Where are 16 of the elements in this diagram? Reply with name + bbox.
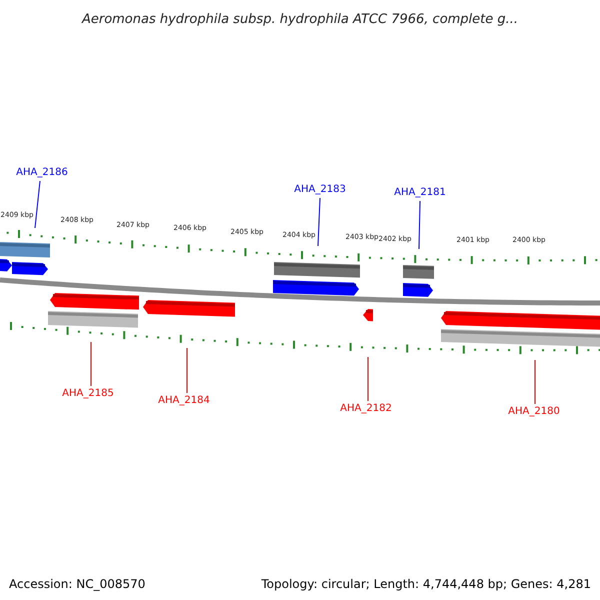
gene-label: AHA_2183: [288, 183, 352, 197]
leader-line: [34, 180, 40, 228]
gene-label: AHA_2180: [502, 405, 566, 419]
leader-line: [318, 198, 320, 246]
gene-label: AHA_2181: [388, 186, 452, 200]
accession-text: Accession: NC_008570: [9, 576, 146, 593]
gene-label: AHA_2185: [56, 387, 120, 401]
genome-info-text: Topology: circular; Length: 4,744,448 bp; Genes: 4,281: [261, 576, 591, 593]
gene-label: AHA_2182: [334, 402, 398, 416]
leader-line: [534, 360, 536, 404]
diagram-title: Aeromonas hydrophila subsp. hydrophila ATCC 7966, complete g...: [80, 11, 520, 29]
gene-label: AHA_2184: [152, 394, 216, 408]
leader-line: [418, 200, 420, 250]
leader-line: [186, 348, 188, 394]
leader-line: [90, 342, 92, 386]
gene-label: AHA_2186: [10, 166, 74, 180]
